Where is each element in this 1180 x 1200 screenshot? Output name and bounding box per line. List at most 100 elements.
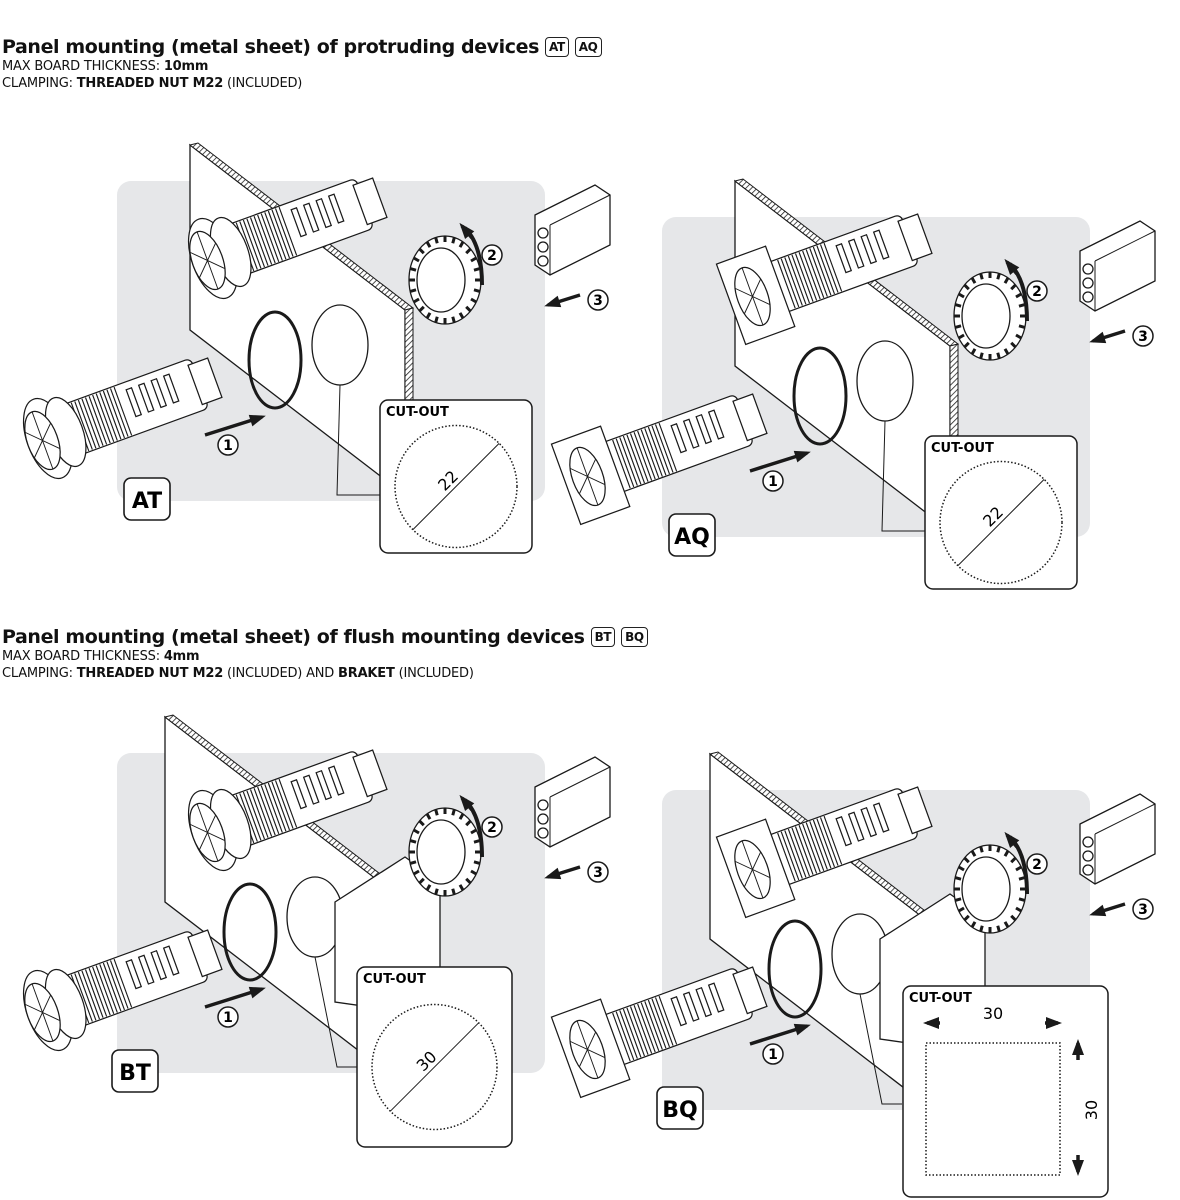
nut-knurl xyxy=(434,316,439,323)
nut-inner xyxy=(416,819,466,885)
thread-rib xyxy=(791,827,811,877)
square-bezel xyxy=(550,425,631,526)
nut-knurl xyxy=(1015,292,1022,299)
step-number: 2 xyxy=(487,820,497,836)
step-number: 3 xyxy=(593,865,603,881)
nut-knurl xyxy=(418,877,425,885)
nut-knurl xyxy=(413,828,420,835)
thread-rib xyxy=(92,394,111,444)
contact-slot xyxy=(682,991,700,1022)
contact-slot xyxy=(125,959,143,990)
thread-rib xyxy=(88,396,108,445)
arrow-head xyxy=(793,1023,811,1036)
nut-knurl xyxy=(418,305,425,313)
panel-hole xyxy=(311,304,369,386)
screw-terminal xyxy=(1082,277,1094,289)
clamping-label: CLAMPING: xyxy=(2,666,73,681)
nut-knurl xyxy=(470,869,477,876)
nut-knurl xyxy=(958,865,965,872)
nut-knurl xyxy=(409,839,417,844)
nut-knurl xyxy=(470,828,477,835)
step-number: 2 xyxy=(1032,284,1042,300)
contact-slot xyxy=(872,229,890,260)
nut-knurl xyxy=(451,888,456,895)
nut-knurl xyxy=(409,860,417,865)
step-number: 1 xyxy=(223,1010,233,1026)
nut-knurl xyxy=(1010,341,1017,349)
device-body xyxy=(22,357,223,480)
screw-terminal xyxy=(537,255,549,267)
contact-slot xyxy=(835,243,853,274)
contact-slot xyxy=(162,945,180,976)
thread-rib xyxy=(113,386,133,436)
nut-knurl xyxy=(1003,348,1010,355)
step-circle xyxy=(1132,898,1154,920)
device-body xyxy=(715,786,933,919)
arrow-head xyxy=(544,867,562,880)
thread-rib xyxy=(626,1007,646,1057)
step-circle xyxy=(587,289,609,311)
nut-knurl xyxy=(473,839,481,844)
contact-slot xyxy=(125,387,143,418)
thread-rib xyxy=(780,831,800,881)
cutout-label: CUT-OUT xyxy=(931,441,994,456)
nut-knurl xyxy=(970,277,977,284)
thread-rib xyxy=(267,210,287,260)
nut-knurl xyxy=(458,884,465,891)
nut-knurl xyxy=(979,925,984,932)
tag-aq: AQ xyxy=(574,37,602,57)
cutout-box xyxy=(902,985,1109,1198)
contact-slot xyxy=(695,986,713,1018)
nut-knurl xyxy=(970,921,977,928)
nut-knurl xyxy=(409,288,417,293)
nut-knurl xyxy=(1018,876,1026,881)
nut-knurl xyxy=(1003,277,1010,284)
thread-rib xyxy=(77,399,97,449)
thread-rib xyxy=(249,217,269,266)
clamping-part: (INCLUDED) xyxy=(398,666,474,681)
thread-rib xyxy=(88,968,108,1017)
nut-knurl xyxy=(1015,906,1022,913)
arrow-head xyxy=(793,450,811,463)
section-header-flush: Panel mounting (metal sheet) of flush mo… xyxy=(2,626,648,682)
step-circle xyxy=(762,470,784,492)
arrow-head xyxy=(1004,258,1020,276)
nut-knurl xyxy=(996,273,1001,280)
contact-slot xyxy=(315,197,333,229)
nut-knurl xyxy=(963,341,970,349)
thread-rib xyxy=(246,790,266,840)
nut-knurl xyxy=(970,348,977,355)
cutout-circle xyxy=(939,460,1063,585)
lens-mark xyxy=(199,243,216,278)
nut-knurl xyxy=(425,884,432,891)
arrow-head xyxy=(459,222,475,240)
thread-rib xyxy=(777,259,796,309)
nut-knurl xyxy=(1018,303,1026,308)
thread-rib xyxy=(647,426,667,476)
panel-hole xyxy=(856,340,914,422)
terminal-block xyxy=(897,213,933,262)
terminal-block xyxy=(187,929,223,978)
step-circle xyxy=(762,1043,784,1065)
thread-rib xyxy=(81,398,101,448)
thread-rib xyxy=(644,428,663,477)
thread-rib xyxy=(106,961,126,1011)
arrow-head xyxy=(1072,1160,1084,1176)
cutout-dimension: 30 xyxy=(983,1004,1003,1023)
thread-rib xyxy=(647,999,667,1049)
thread-rib xyxy=(809,248,828,297)
tag-bt: BT xyxy=(590,627,616,647)
terminal-block xyxy=(352,749,388,798)
step-number: 2 xyxy=(487,248,497,264)
tag-at: AT xyxy=(545,37,569,57)
leader-line xyxy=(859,993,902,1105)
nut-knurl xyxy=(473,267,481,272)
nut-knurl xyxy=(465,247,472,255)
gasket-ring xyxy=(792,346,848,446)
thread-rib xyxy=(257,786,276,836)
thread-rib xyxy=(274,780,294,829)
contact-slot xyxy=(302,202,320,233)
nut-knurl xyxy=(963,914,970,922)
nut-knurl xyxy=(413,297,420,304)
cutout-label: CUT-OUT xyxy=(909,991,972,1006)
